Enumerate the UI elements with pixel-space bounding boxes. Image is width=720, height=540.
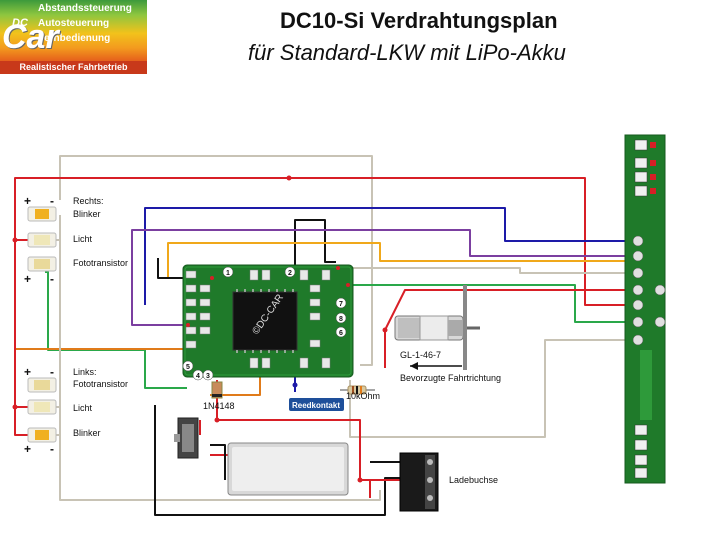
pad-6: 6 [339, 330, 343, 337]
diode-1n4148 [211, 381, 223, 399]
reedkontakt-badge: Reedkontakt [289, 398, 344, 411]
wire-red-bottom [216, 380, 405, 481]
minus-sign-3: - [50, 365, 54, 379]
wire-left-rail-grey [59, 215, 381, 501]
label-diode: 1N4148 [203, 401, 235, 411]
ladebuchse [399, 452, 439, 512]
logo-line-2: Autosteuerung [38, 18, 110, 29]
label-blinker-bottom: Blinker [73, 428, 101, 438]
wire-green-left [45, 271, 187, 389]
plus-sign-3: + [24, 365, 31, 379]
led-licht-top [27, 232, 57, 248]
wire-grey-bottom [349, 339, 636, 438]
minus-sign-1: - [50, 194, 54, 208]
light-pcb-strip [624, 134, 666, 484]
wire-black-top [294, 219, 336, 270]
label-resistor: 10kOhm [346, 391, 380, 401]
pad-8: 8 [339, 316, 343, 323]
pad-2: 2 [288, 270, 292, 277]
dc-car-logo: Abstandssteuerung Autosteuerung Fernbedi… [0, 0, 147, 74]
wire-black-battery [210, 444, 226, 480]
wire-grey-top [59, 155, 373, 366]
label-licht-bottom: Licht [73, 403, 93, 413]
slide-switch [174, 417, 199, 459]
plus-sign-1: + [24, 194, 31, 208]
resistor-10k [340, 385, 375, 395]
label-ladebuchse: Ladebuchse [449, 475, 498, 485]
direction-arrow [410, 362, 462, 370]
wire-red-motor [384, 289, 636, 368]
led-rechts-blinker [27, 206, 57, 222]
plus-sign-2: + [24, 272, 31, 286]
logo-line-1: Abstandssteuerung [38, 3, 132, 14]
label-rechts: Rechts: [73, 196, 104, 206]
logo-dc: DC [12, 17, 28, 29]
fototransistor-links [27, 377, 57, 393]
label-fototransistor-top: Fototransistor [73, 258, 128, 268]
wire-black-bottom [154, 405, 405, 516]
label-motor: GL-1-46-7 [400, 350, 441, 360]
pad-7: 7 [339, 301, 343, 308]
page-title: DC10-Si Verdrahtungsplan [280, 8, 558, 33]
pad-3: 3 [206, 373, 210, 380]
fototransistor-top [27, 256, 57, 272]
pad-5: 5 [186, 364, 190, 371]
wire-yellow [167, 242, 636, 278]
wire-green-right [348, 284, 636, 323]
label-links-fototransistor: Fototransistor [73, 379, 128, 389]
wire-purple [131, 229, 636, 326]
wire-grey-2 [338, 267, 636, 274]
label-direction: Bevorzugte Fahrtrichtung [400, 373, 501, 383]
label-rechts-blinker: Blinker [73, 209, 101, 219]
pad-4: 4 [196, 373, 200, 380]
logo-tagline: Realistischer Fahrbetrieb [0, 61, 147, 74]
wire-blue [144, 207, 636, 305]
page-subtitle: für Standard-LKW mit LiPo-Akku [248, 40, 566, 65]
plus-sign-4: + [24, 442, 31, 456]
led-blinker-bottom [27, 427, 57, 443]
motor-gl-1-46-7 [394, 285, 480, 370]
label-reedkontakt: Reedkontakt [292, 401, 340, 410]
logo-car: Car [2, 18, 59, 56]
label-licht-top: Licht [73, 234, 93, 244]
led-licht-bottom [27, 399, 57, 415]
label-links: Links: [73, 367, 97, 377]
dc10-board: ©DC-CAR 1 2 7 8 6 5 4 3 [182, 264, 354, 381]
pad-1: 1 [226, 270, 230, 277]
lipo-battery [227, 442, 349, 496]
minus-sign-2: - [50, 272, 54, 286]
minus-sign-4: - [50, 442, 54, 456]
wire-red-top [14, 177, 636, 306]
logo-line-3: Fernbedienung [38, 33, 111, 44]
